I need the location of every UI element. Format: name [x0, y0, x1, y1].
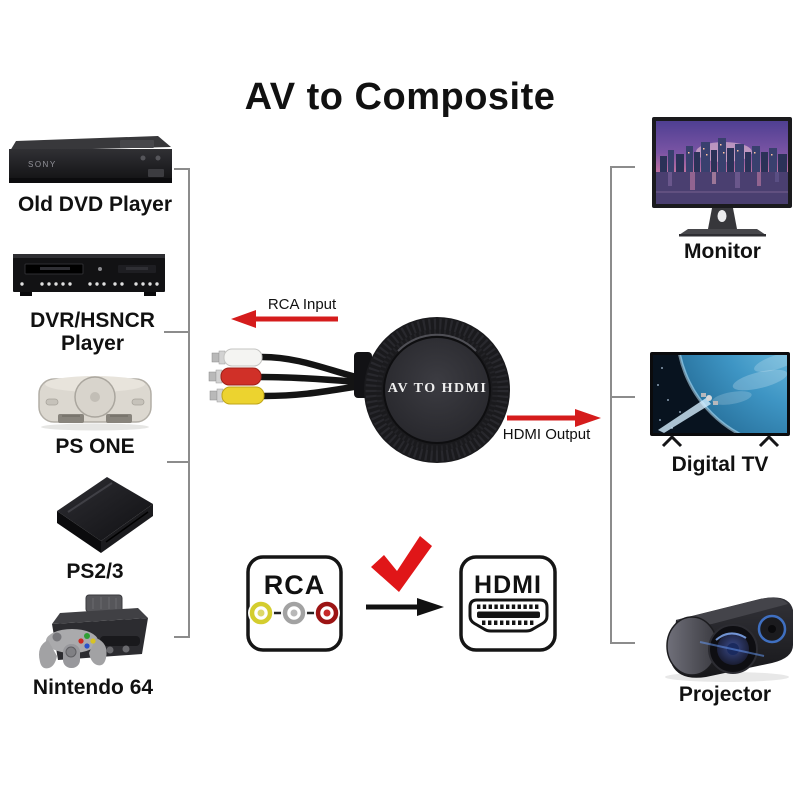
- rca-legend-label: RCA: [263, 570, 326, 600]
- label-monitor: Monitor: [684, 240, 761, 263]
- label-dvr-player: DVR/HSNCR Player: [30, 309, 155, 355]
- label-digital-tv: Digital TV: [671, 453, 769, 476]
- projector-icon: [665, 597, 793, 682]
- label-projector: Projector: [678, 683, 772, 706]
- svg-text:SONY: SONY: [28, 160, 57, 169]
- av-converter-device-icon: [354, 317, 510, 463]
- label-old-dvd-player: Old DVD Player: [17, 193, 173, 216]
- hdmi-output-arrow-icon: [507, 409, 601, 427]
- label-nintendo-64: Nintendo 64: [32, 676, 154, 699]
- left-bracket-line: [164, 168, 190, 638]
- hdmi-output-annotation: HDMI Output: [502, 426, 591, 443]
- red-checkmark-icon: [371, 536, 432, 592]
- label-ps-one: PS ONE: [55, 435, 135, 458]
- rca-legend-box-icon: [246, 555, 343, 652]
- rca-input-arrow-icon: [231, 310, 338, 328]
- hdmi-legend-label: HDMI: [474, 571, 542, 599]
- page-title: AV to Composite: [244, 76, 556, 118]
- conversion-arrow-icon: [366, 598, 444, 616]
- digital-tv-icon: [650, 352, 790, 448]
- right-bracket-line: [610, 166, 635, 644]
- rca-input-annotation: RCA Input: [267, 296, 337, 313]
- dvd-player-icon: SONY: [9, 136, 172, 183]
- monitor-icon: [652, 117, 792, 237]
- ps-one-icon: [38, 376, 152, 431]
- nintendo-64-icon: [39, 594, 148, 669]
- label-ps2-3: PS2/3: [66, 560, 124, 583]
- dvr-player-icon: [13, 254, 165, 296]
- converter-device-label: AV TO HDMI: [387, 381, 488, 396]
- rca-cables-icon: [208, 348, 364, 405]
- hdmi-legend-box-icon: [459, 555, 557, 652]
- ps2-3-icon: [57, 477, 153, 553]
